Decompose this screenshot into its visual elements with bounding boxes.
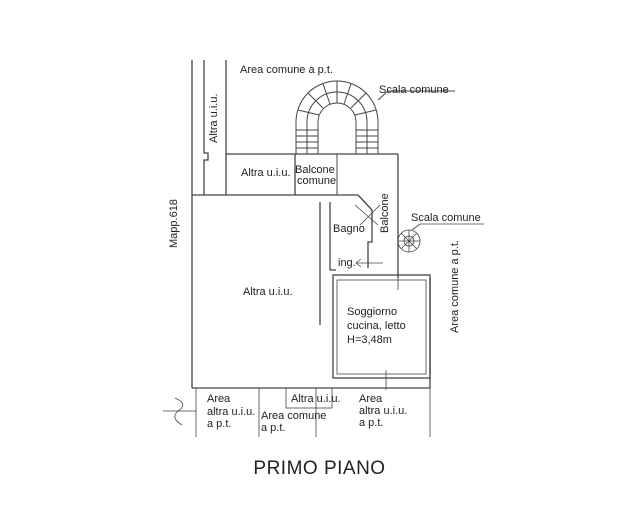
label-scala-comune-right: Scala comune xyxy=(411,212,481,224)
label-balcone-comune-2: comune xyxy=(297,175,337,187)
label-soggiorno-1: Soggiorno xyxy=(347,306,398,318)
label-altra-uiu-bottom: Altra u.i.u. xyxy=(291,393,341,405)
label-area-altra-left-3: a p.t. xyxy=(207,418,232,430)
label-area-comune-right: Area comune a p.t. xyxy=(449,240,461,333)
ground-boundaries xyxy=(163,387,431,437)
label-mapp: Mapp.618 xyxy=(168,199,180,248)
label-soggiorno-2: cucina, letto xyxy=(347,320,406,332)
stair-icon xyxy=(295,80,455,195)
label-ingresso: ing. xyxy=(338,257,356,269)
label-area-comune-top: Area comune a p.t. xyxy=(240,64,333,76)
wall-bagno-left xyxy=(329,202,336,271)
window-icon xyxy=(354,204,381,226)
label-altra-uiu-main: Altra u.i.u. xyxy=(243,286,293,298)
label-balcone: Balcone xyxy=(379,193,391,233)
label-bagno: Bagno xyxy=(333,223,365,235)
label-area-altra-right-1: Area xyxy=(359,393,383,405)
entrance-arrow-icon xyxy=(355,258,383,268)
label-balcone-comune-1: Balcone xyxy=(295,164,335,176)
label-area-altra-right-3: a p.t. xyxy=(359,417,384,429)
spiral-stair-icon xyxy=(397,223,484,253)
wall-left-inner xyxy=(203,60,209,195)
label-area-altra-left-2: altra u.i.u. xyxy=(207,406,256,418)
label-area-altra-right-2: altra u.i.u. xyxy=(359,405,408,417)
label-soggiorno-3: H=3,48m xyxy=(347,334,392,346)
label-altra-uiu-upper: Altra u.i.u. xyxy=(241,167,291,179)
label-area-comune-bottom-2: a p.t. xyxy=(261,422,286,434)
label-area-altra-left-1: Area xyxy=(207,393,231,405)
wall-bagno-right xyxy=(357,194,373,268)
label-altra-uiu-vertical: Altra u.i.u. xyxy=(208,93,220,143)
page-title: PRIMO PIANO xyxy=(253,458,386,479)
label-scala-comune-top: Scala comune xyxy=(379,84,449,96)
label-area-comune-bottom-1: Area comune xyxy=(261,410,327,422)
room-soggiorno-inner xyxy=(336,279,427,375)
